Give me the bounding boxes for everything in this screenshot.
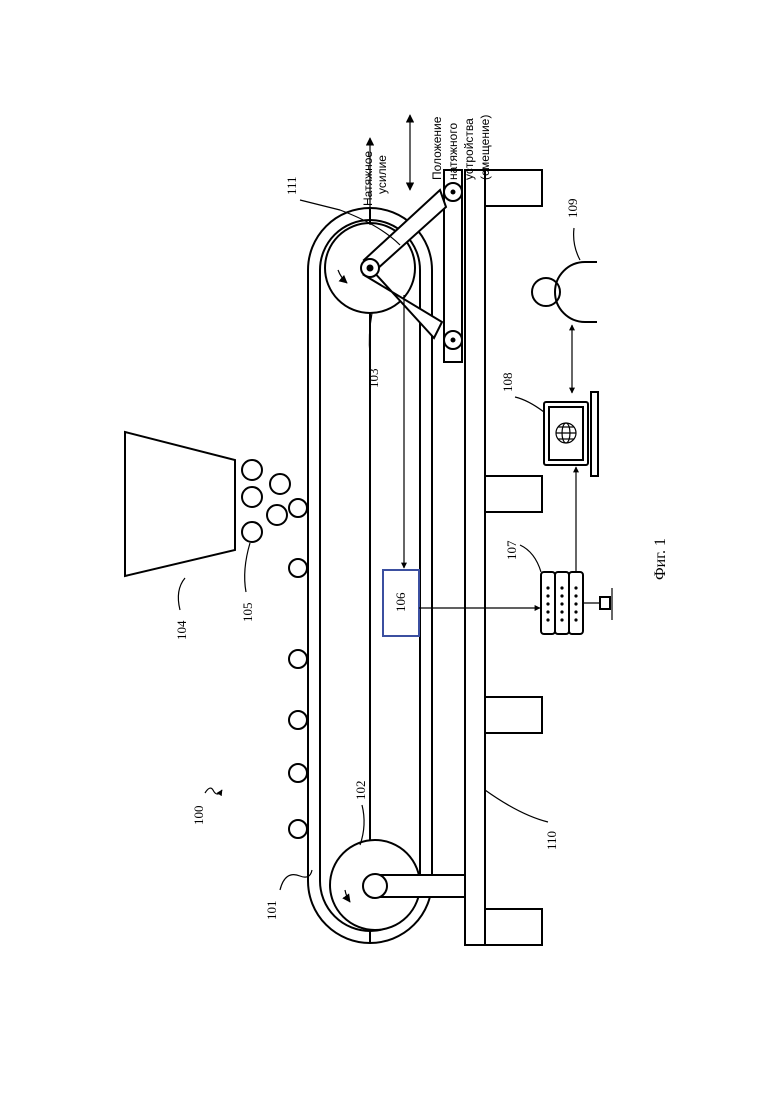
ref-102: 102: [353, 781, 368, 846]
label-108: 108: [500, 373, 515, 393]
object: [242, 522, 262, 542]
label-100: 100: [191, 806, 206, 826]
drive-pulley-102: [330, 840, 465, 930]
ref-103: 103: [366, 313, 381, 388]
label-107: 107: [504, 540, 519, 560]
label-110: 110: [544, 831, 559, 850]
server-107-icon: [541, 572, 612, 634]
objects-105: [242, 460, 307, 838]
object: [289, 711, 307, 729]
object: [289, 559, 307, 577]
tension-pulley-103: [325, 170, 462, 362]
label-101: 101: [264, 901, 279, 921]
object: [270, 474, 290, 494]
tension-force-line2: усилие: [375, 155, 389, 194]
object: [289, 764, 307, 782]
ref-101: 101: [264, 870, 312, 920]
ref-105: 105: [240, 543, 255, 622]
label-103: 103: [366, 369, 381, 389]
tensioner-position-line2: натяжного: [446, 123, 460, 180]
ref-104: 104: [174, 578, 189, 640]
label-102: 102: [353, 781, 368, 801]
ref-100: 100: [191, 788, 222, 825]
laptop-108-icon: [544, 392, 598, 476]
figure-caption: Фиг. 1: [652, 538, 669, 580]
object: [267, 505, 287, 525]
user-109-icon: [532, 262, 597, 322]
ref-109: 109: [565, 199, 580, 261]
object: [242, 487, 262, 507]
tensioner-position-line4: (смещение): [478, 115, 492, 180]
ref-107: 107: [504, 540, 541, 572]
object: [289, 820, 307, 838]
object: [289, 499, 307, 517]
tensioner-position-line1: Положение: [430, 116, 444, 180]
label-105: 105: [240, 603, 255, 623]
tensioner-position-line3: устройства: [462, 118, 476, 180]
tension-force-label: Натяжное усилие: [361, 151, 389, 206]
label-109: 109: [565, 199, 580, 219]
ref-110: 110: [485, 790, 559, 850]
label-104: 104: [174, 620, 189, 640]
controller-106: 106: [383, 570, 419, 636]
object: [289, 650, 307, 668]
tension-force-line1: Натяжное: [361, 151, 375, 206]
hopper-104: [125, 432, 235, 576]
ref-108: 108: [500, 373, 544, 413]
label-111: 111: [284, 176, 299, 195]
object: [242, 460, 262, 480]
controller-label: 106: [393, 592, 408, 612]
